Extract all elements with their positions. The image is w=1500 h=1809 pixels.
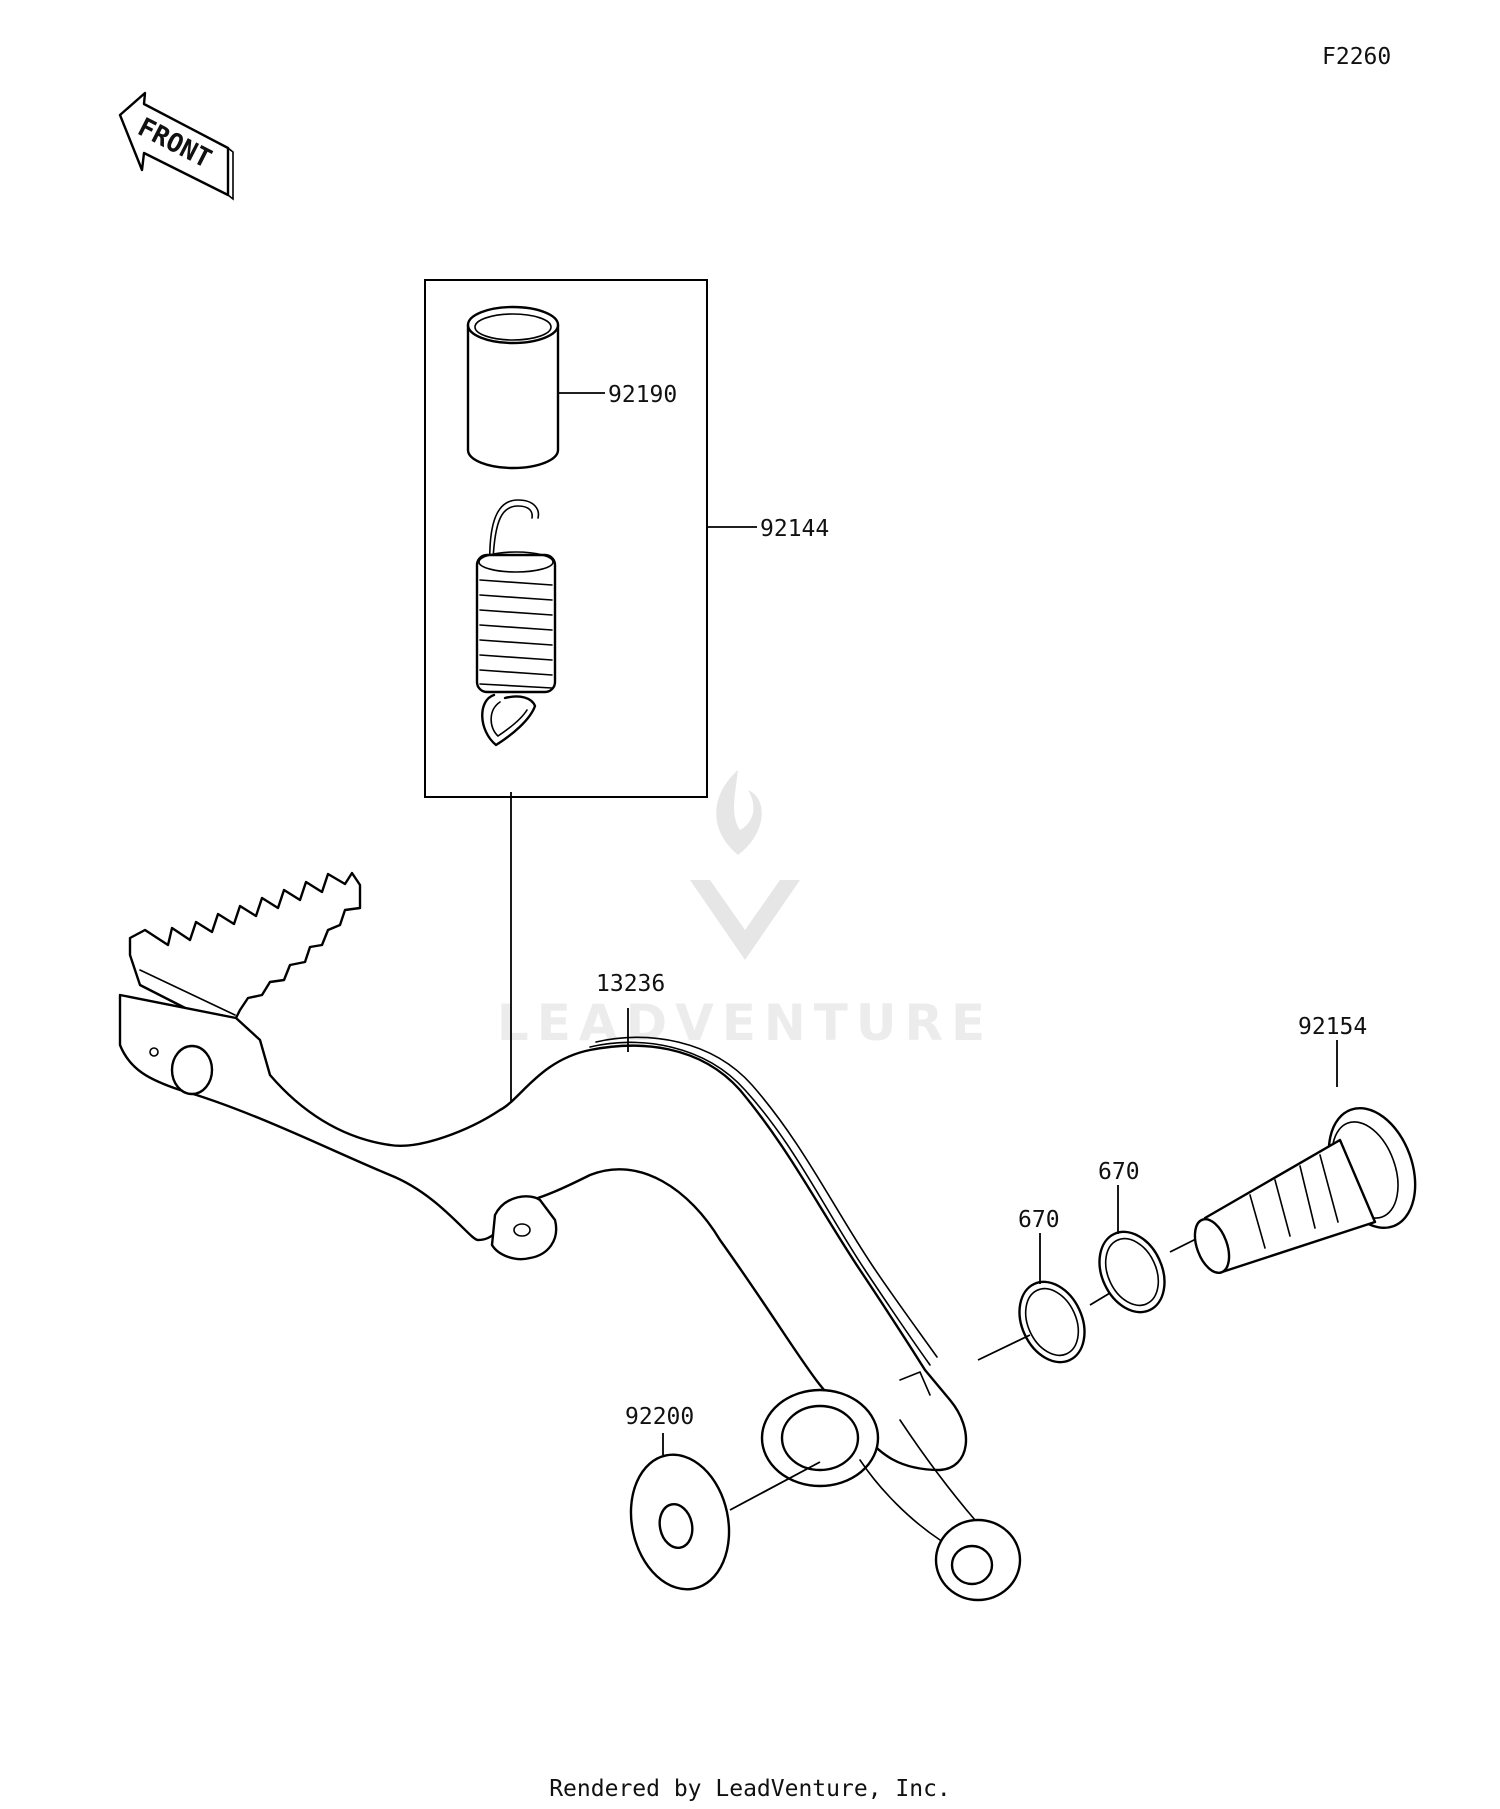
spring-kit-box (424, 279, 708, 798)
washer (629, 1453, 731, 1591)
footer-credit: Rendered by LeadVenture, Inc. (549, 1776, 951, 1802)
o-ring-inner (1098, 1230, 1166, 1314)
diagram-code: F2260 (1322, 44, 1391, 70)
watermark-text: LEADVENTURE (497, 994, 993, 1052)
leadventure-watermark: LEADVENTURE (497, 770, 993, 1052)
label-92144: 92144 (760, 516, 829, 542)
bushing (466, 305, 560, 470)
label-670-outer: 670 (1018, 1207, 1060, 1233)
label-92200: 92200 (625, 1404, 694, 1430)
pivot-bolt (1193, 1106, 1417, 1275)
label-13236: 13236 (596, 971, 665, 997)
brake-pedal (118, 871, 1022, 1602)
return-spring (475, 499, 557, 747)
label-92154: 92154 (1298, 1014, 1367, 1040)
axis-line-2 (1089, 1292, 1111, 1306)
axis-line-1 (977, 1334, 1031, 1361)
front-arrow-icon: FRONT (118, 91, 234, 201)
washer-leader-line (729, 1461, 821, 1511)
o-ring-outer (1018, 1280, 1086, 1364)
label-92190: 92190 (608, 382, 677, 408)
label-670-inner: 670 (1098, 1159, 1140, 1185)
